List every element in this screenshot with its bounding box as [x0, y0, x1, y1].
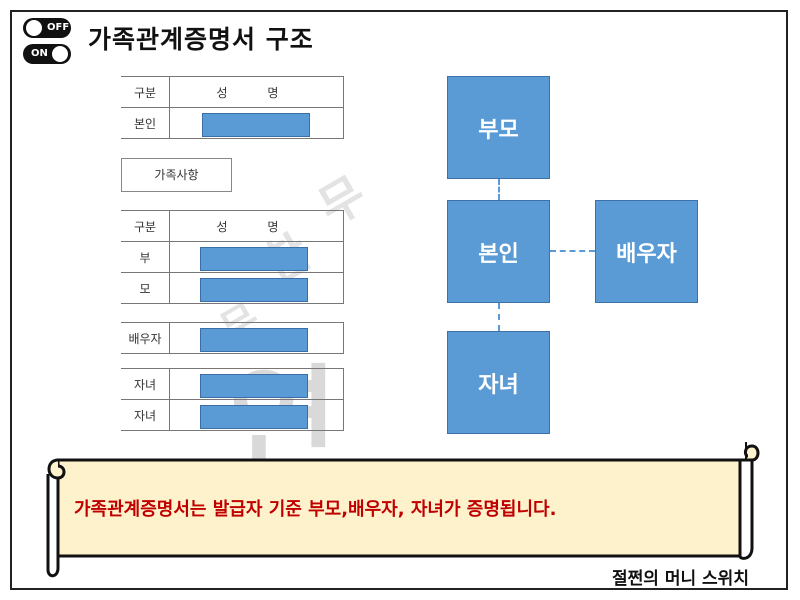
scroll-banner	[46, 442, 760, 578]
table-row: 자녀	[121, 399, 344, 431]
slide-frame	[10, 10, 788, 590]
redacted-name-bar	[200, 247, 308, 271]
family-section-tag: 가족사항	[121, 158, 232, 192]
table-row: 배우자	[121, 322, 344, 354]
toggle-knob	[26, 20, 42, 36]
family-table-c: 자녀 자녀	[121, 368, 344, 431]
row-value	[169, 368, 344, 400]
row-label: 부	[121, 241, 170, 273]
row-label: 자녀	[121, 368, 170, 400]
row-label: 자녀	[121, 399, 170, 431]
connector-parents-self	[498, 179, 500, 200]
parents-box: 부모	[447, 76, 550, 179]
header-name: 성 명	[169, 76, 344, 108]
table-row: 부	[121, 241, 344, 273]
table-header-row: 구분 성 명	[121, 210, 344, 242]
toggle-knob	[52, 46, 68, 62]
self-table: 구분 성 명 본인	[121, 76, 344, 139]
connector-self-spouse	[550, 250, 595, 252]
page-title: 가족관계증명서 구조	[88, 25, 314, 54]
table-row: 모	[121, 272, 344, 304]
row-value	[169, 241, 344, 273]
spouse-box: 배우자	[595, 200, 698, 303]
on-toggle[interactable]: ON	[23, 44, 71, 64]
header-category: 구분	[121, 76, 170, 108]
redacted-name-bar	[200, 278, 308, 302]
redacted-name-bar	[200, 328, 308, 352]
off-toggle-label: OFF	[47, 22, 70, 33]
header-category: 구분	[121, 210, 170, 242]
row-label: 본인	[121, 107, 170, 139]
family-table-a: 구분 성 명 부 모	[121, 210, 344, 304]
table-row: 자녀	[121, 368, 344, 400]
row-label: 배우자	[121, 322, 170, 354]
redacted-name-bar	[200, 374, 308, 398]
table-header-row: 구분 성 명	[121, 76, 344, 108]
family-table-b: 배우자	[121, 322, 344, 354]
connector-self-children	[498, 303, 500, 331]
row-value	[169, 272, 344, 304]
header-name: 성 명	[169, 210, 344, 242]
redacted-name-bar	[200, 405, 308, 429]
table-row: 본인	[121, 107, 344, 139]
children-box: 자녀	[447, 331, 550, 434]
banner-text: 가족관계증명서는 발급자 기준 부모,배우자, 자녀가 증명됩니다.	[74, 499, 557, 520]
row-value	[169, 107, 344, 139]
self-box: 본인	[447, 200, 550, 303]
row-label: 모	[121, 272, 170, 304]
redacted-name-bar	[202, 113, 310, 137]
footer-credit: 절쩐의 머니 스위치	[612, 569, 749, 589]
off-toggle[interactable]: OFF	[23, 18, 71, 38]
row-value	[169, 322, 344, 354]
on-toggle-label: ON	[31, 48, 48, 59]
row-value	[169, 399, 344, 431]
